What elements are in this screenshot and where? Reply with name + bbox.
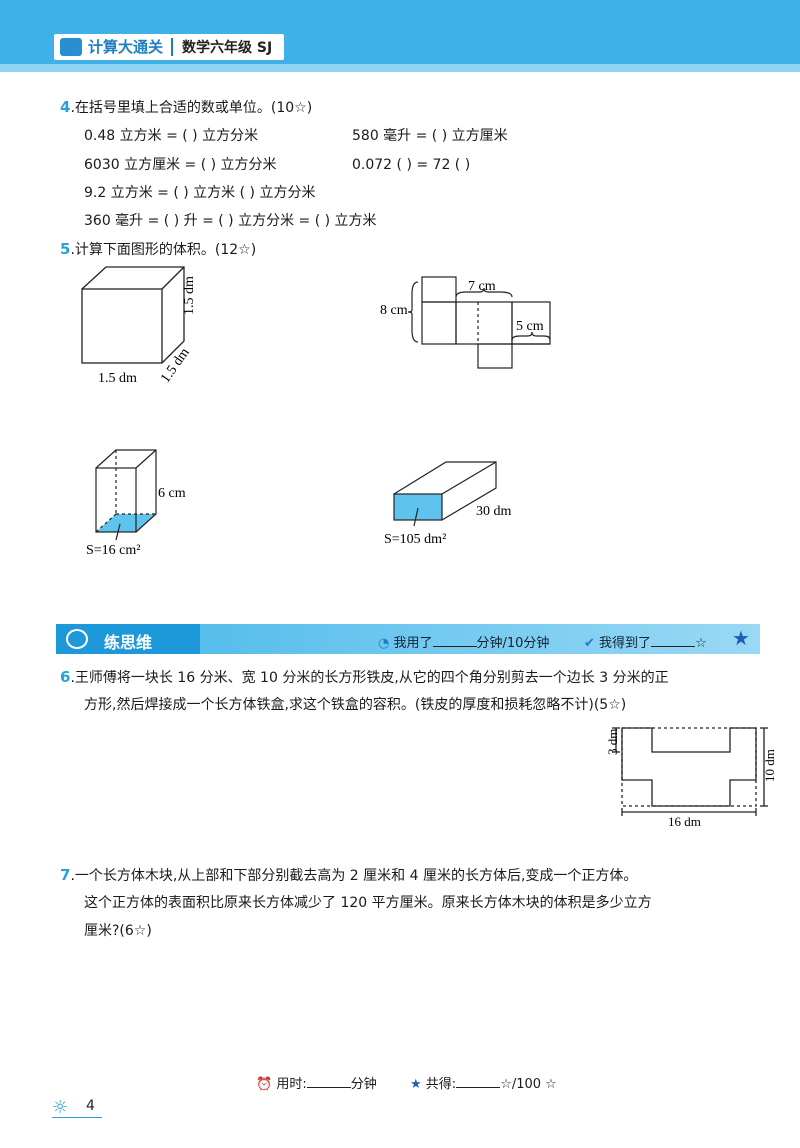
q6-line-1-text: .王师傅将一块长 16 分米、宽 10 分米的长方形铁皮,从它的四个角分别剪去一… [70,670,669,686]
q4-line-4: 0.072 ( ) = 72 ( ) [352,157,471,173]
page-number: 4 [86,1098,95,1114]
header-tag [54,34,284,60]
q6-line-1: 6.王师傅将一块长 16 分米、宽 10 分米的长方形铁皮,从它的四个角分别剪去… [60,668,669,687]
prism-2-length-label: 30 dm [476,504,512,519]
brain-icon [66,629,88,649]
q4-line-1: 0.48 立方米 = ( ) 立方分米 [84,128,259,144]
header-subtitle: 数学六年级 SJ [182,40,273,56]
q7-number: 7 [60,866,71,884]
score-star: ☆ [695,636,707,651]
cube-figure [81,266,185,364]
check-icon: ✔ [584,636,595,651]
prism-2-figure [393,461,497,527]
q6-width-label: 10 dm [762,749,777,782]
time-used-suffix: 分钟/10分钟 [476,636,550,651]
q4-number: 4 [60,98,71,116]
alarm-icon: ⏰ [256,1077,273,1092]
time-used-label: 我用了 [393,636,433,651]
footer-score-suffix: ☆/100 ☆ [500,1077,557,1092]
q4-prompt-text: .在括号里填上合适的数或单位。(10☆) [70,100,313,116]
net-small-label: 5 cm [516,319,544,334]
footer-score-blank [456,1075,501,1088]
stars-icon: ★ [732,626,750,650]
q7-line-1-text: .一个长方体木块,从上部和下部分别截去高为 2 厘米和 4 厘米的长方体后,变成… [70,868,638,884]
cube-height-label: 1.5 dm [182,276,197,315]
clock-icon: ◔ [378,636,390,651]
q5-number: 5 [60,240,71,258]
prism-2-area-label: S=105 dm² [384,532,446,547]
q4-line-3: 6030 立方厘米 = ( ) 立方分米 [84,157,277,173]
q6-length-label: 16 dm [668,814,701,829]
net-side-label: 8 cm [380,303,408,318]
score-got-label: 我得到了 [599,636,652,651]
footer-time: ⏰ 用时: 分钟 [256,1073,377,1092]
sun-icon: ☼ [52,1097,69,1118]
q5-prompt-text: .计算下面图形的体积。(12☆) [70,242,257,258]
cube-width-label: 1.5 dm [98,371,137,386]
header-separator [171,38,173,56]
q4-prompt: 4.在括号里填上合适的数或单位。(10☆) [60,98,312,117]
q4-line-6: 360 毫升 = ( ) 升 = ( ) 立方分米 = ( ) 立方米 [84,213,377,229]
q7-line-2: 这个正方体的表面积比原来长方体减少了 120 平方厘米。原来长方体木块的体积是多… [84,895,652,911]
q4-line-2: 580 毫升 = ( ) 立方厘米 [352,128,508,144]
section-score: ✔ 我得到了 ☆ [584,632,707,651]
q5-figures: 1.5 dm 1.5 dm 1.5 dm 8 cm 7 cm 5 cm 6 cm… [81,266,551,558]
footer-time-label: 用时: [276,1077,307,1092]
score-got-blank [651,634,696,647]
prism-1-height-label: 6 cm [158,486,186,501]
time-used-blank [432,634,477,647]
net-top-label: 7 cm [468,279,496,294]
q4-line-5: 9.2 立方米 = ( ) 立方米 ( ) 立方分米 [84,185,316,201]
q7-line-1: 7.一个长方体木块,从上部和下部分别截去高为 2 厘米和 4 厘米的长方体后,变… [60,866,637,885]
header-title: 计算大通关 [88,38,164,56]
footer-score-label: 共得: [425,1077,457,1092]
book-icon [60,38,82,56]
star-icon: ★ [410,1077,422,1092]
section-time: ◔ 我用了 分钟/10分钟 [378,632,549,651]
net-figure [407,276,551,369]
q6-corner-label: 3 dm [605,729,620,755]
header-gradient [0,64,800,72]
section-title: 练思维 [104,633,153,652]
q7-line-3: 厘米?(6☆) [84,923,152,939]
footer-score: ★ 共得: ☆/100 ☆ [410,1073,557,1092]
footer-time-blank [306,1075,351,1088]
q6-number: 6 [60,668,71,686]
q5-prompt: 5.计算下面图形的体积。(12☆) [60,240,256,259]
footer-time-unit: 分钟 [350,1077,377,1092]
prism-1-figure [95,449,157,541]
prism-1-area-label: S=16 cm² [86,543,140,558]
q6-line-2: 方形,然后焊接成一个长方体铁盒,求这个铁盒的容积。(铁皮的厚度和损耗忽略不计)(… [84,697,627,713]
footer-divider [52,1117,102,1118]
